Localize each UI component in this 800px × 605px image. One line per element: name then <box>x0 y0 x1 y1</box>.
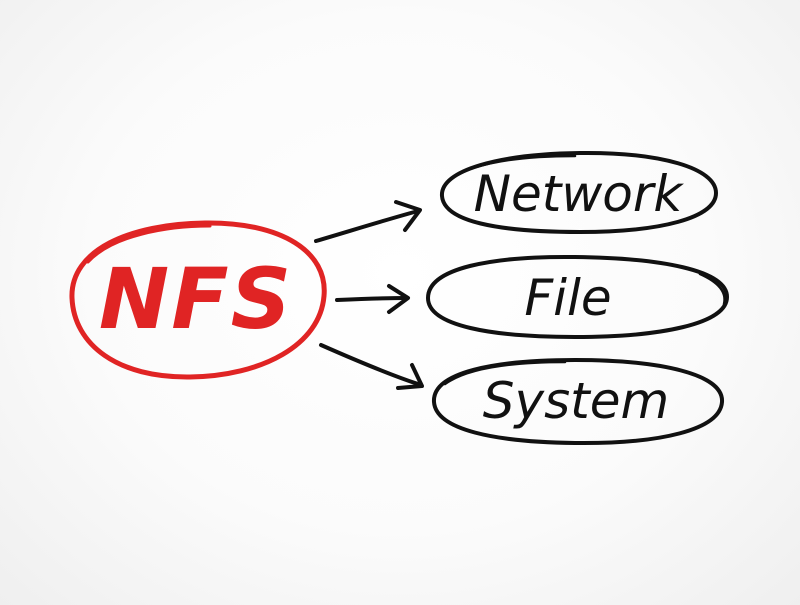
word-ellipse <box>439 150 718 234</box>
arrow-network <box>314 200 422 243</box>
arrow-file <box>335 284 410 314</box>
word-ellipse <box>426 254 729 339</box>
word-ellipse <box>431 358 725 446</box>
word-text: File <box>524 269 611 327</box>
acronym-node: NFS <box>69 220 327 380</box>
word-text: Network <box>474 165 685 223</box>
word-node-file: File <box>426 254 729 339</box>
word-node-system: System <box>431 358 725 446</box>
acronym-text: NFS <box>99 250 293 348</box>
acronym-ellipse-overlap <box>86 224 212 264</box>
word-text: System <box>483 372 669 430</box>
word-node-network: Network <box>439 150 718 234</box>
acronym-ellipse <box>69 220 327 380</box>
arrow-system <box>319 343 424 390</box>
